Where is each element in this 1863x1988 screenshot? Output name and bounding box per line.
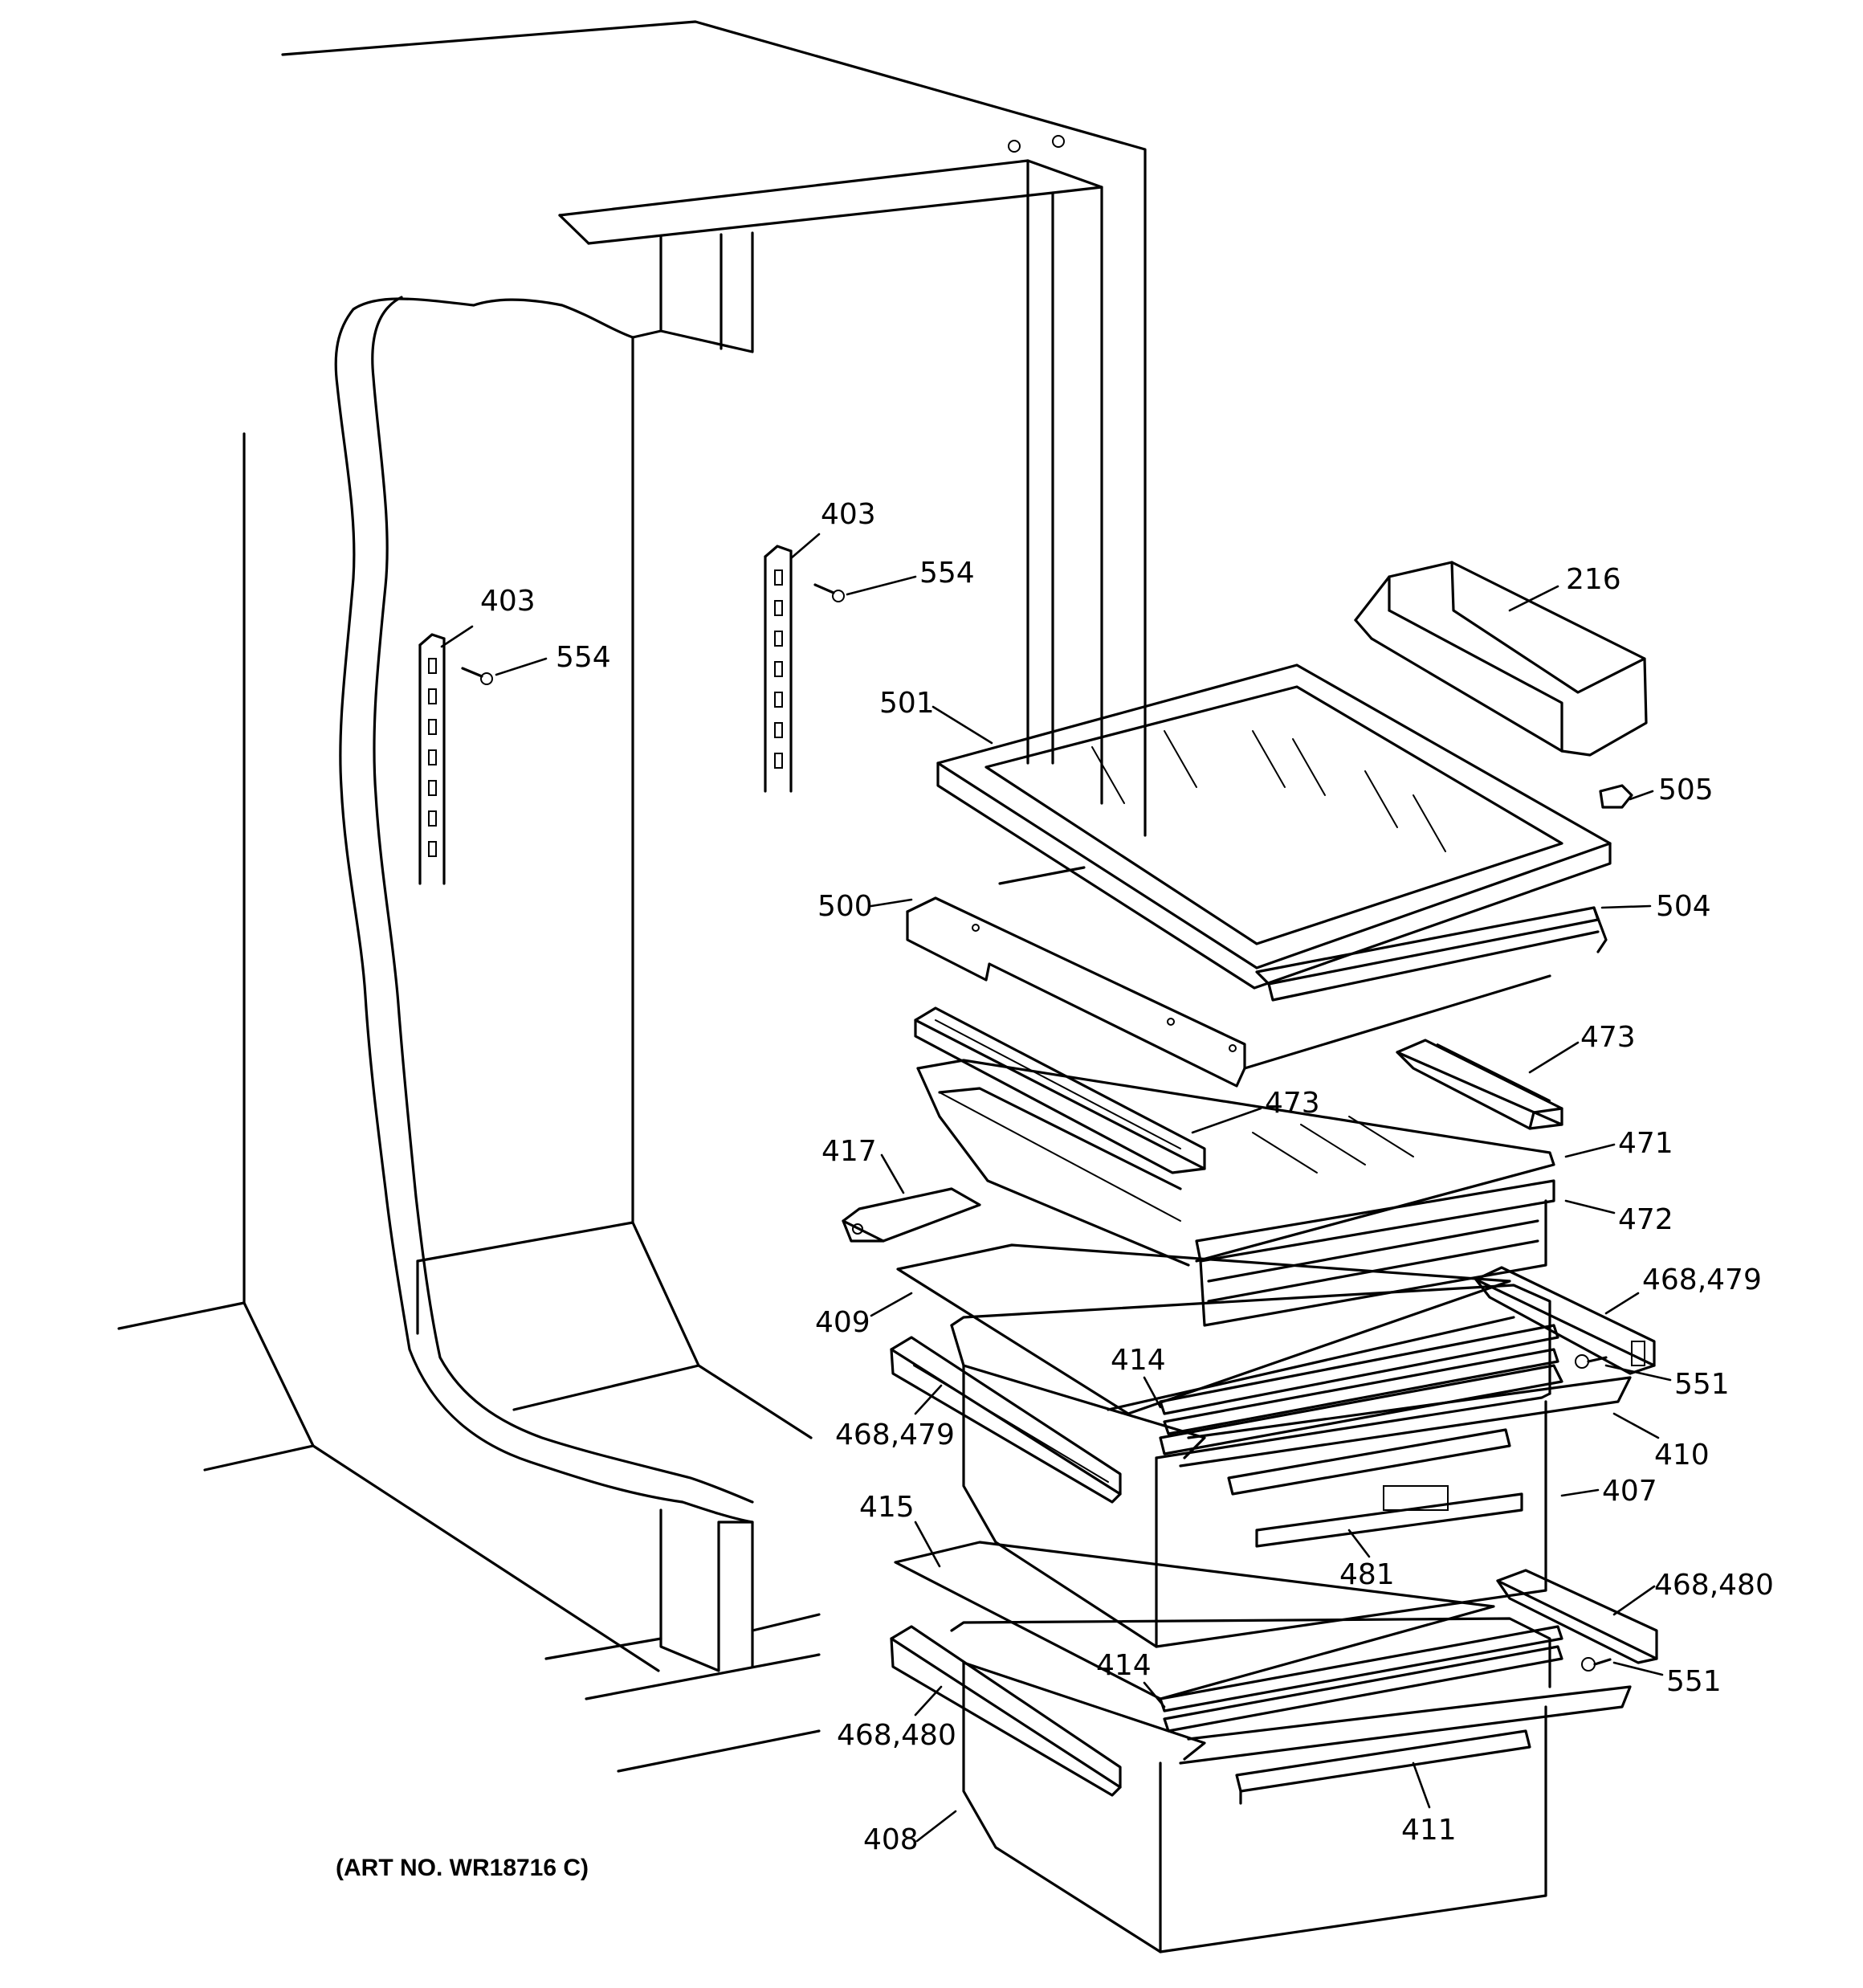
cover-409 — [896, 1243, 1515, 1415]
callout-408: 408 — [863, 1823, 919, 1856]
callout-468-480-right: 468,480 — [1654, 1569, 1774, 1602]
callout-410: 410 — [1654, 1439, 1710, 1472]
glass-shelf-501 — [936, 663, 1612, 990]
callout-554-left: 554 — [556, 641, 611, 674]
drawer-408 — [950, 1617, 1632, 1953]
callout-403-right: 403 — [821, 498, 876, 531]
rail-504 — [1255, 906, 1608, 1002]
callout-505: 505 — [1658, 774, 1714, 806]
shelf-frame-500 — [906, 866, 1551, 1088]
screw-551-upper — [1575, 1354, 1608, 1369]
clip-417 — [842, 1187, 981, 1243]
callout-468-480-left: 468,480 — [837, 1719, 956, 1752]
pan-471 — [916, 1059, 1555, 1267]
slide-468-480-right — [1496, 1569, 1658, 1664]
callout-414-upper: 414 — [1111, 1344, 1166, 1377]
callout-411: 411 — [1401, 1814, 1457, 1847]
callout-551-upper: 551 — [1674, 1368, 1730, 1401]
pan-front-410 — [1159, 1364, 1563, 1455]
rail-414-upper — [1159, 1324, 1559, 1435]
handle-481 — [1227, 1428, 1523, 1548]
rail-473-right — [1396, 1039, 1563, 1130]
callout-481: 481 — [1339, 1558, 1395, 1591]
slide-468-479-right — [1474, 1266, 1656, 1375]
callout-504: 504 — [1656, 890, 1711, 923]
callout-468-479-right: 468,479 — [1642, 1263, 1762, 1296]
drawer-407 — [950, 1284, 1632, 1648]
callout-472: 472 — [1618, 1203, 1673, 1236]
callout-468-479-left: 468,479 — [835, 1419, 955, 1451]
callout-473-right: 473 — [1580, 1021, 1636, 1054]
slide-468-480-left — [890, 1625, 1122, 1797]
callout-407: 407 — [1602, 1475, 1657, 1508]
callout-501: 501 — [879, 687, 935, 720]
cover-415 — [894, 1541, 1495, 1700]
bin-216 — [1354, 561, 1648, 757]
callout-labels: 403 554 403 554 216 501 505 500 504 473 … — [480, 498, 1774, 1856]
shelf-support-right — [764, 545, 793, 793]
callout-500: 500 — [817, 890, 873, 923]
shelf-support-left — [418, 633, 446, 885]
screw-554-right — [813, 583, 845, 602]
callout-409: 409 — [815, 1306, 870, 1339]
callout-554-right: 554 — [919, 557, 975, 590]
callout-471: 471 — [1618, 1127, 1673, 1160]
refrigerator-cabinet — [117, 20, 1147, 1773]
rail-473-left — [914, 1006, 1206, 1174]
callout-473-center: 473 — [1265, 1087, 1320, 1120]
callout-414-lower: 414 — [1096, 1649, 1152, 1682]
clip-505 — [1599, 784, 1633, 809]
leader-lines — [440, 533, 1672, 1843]
screw-551-lower — [1581, 1657, 1612, 1672]
callout-216: 216 — [1566, 563, 1621, 596]
callout-551-lower: 551 — [1666, 1665, 1722, 1698]
callout-417: 417 — [821, 1135, 877, 1168]
slide-468-479-left — [890, 1336, 1122, 1504]
callout-415: 415 — [859, 1491, 915, 1524]
handle-411 — [1235, 1729, 1531, 1805]
art-number: (ART NO. WR18716 C) — [336, 1855, 589, 1881]
callout-403-left: 403 — [480, 585, 536, 618]
screw-554-left — [461, 667, 493, 685]
